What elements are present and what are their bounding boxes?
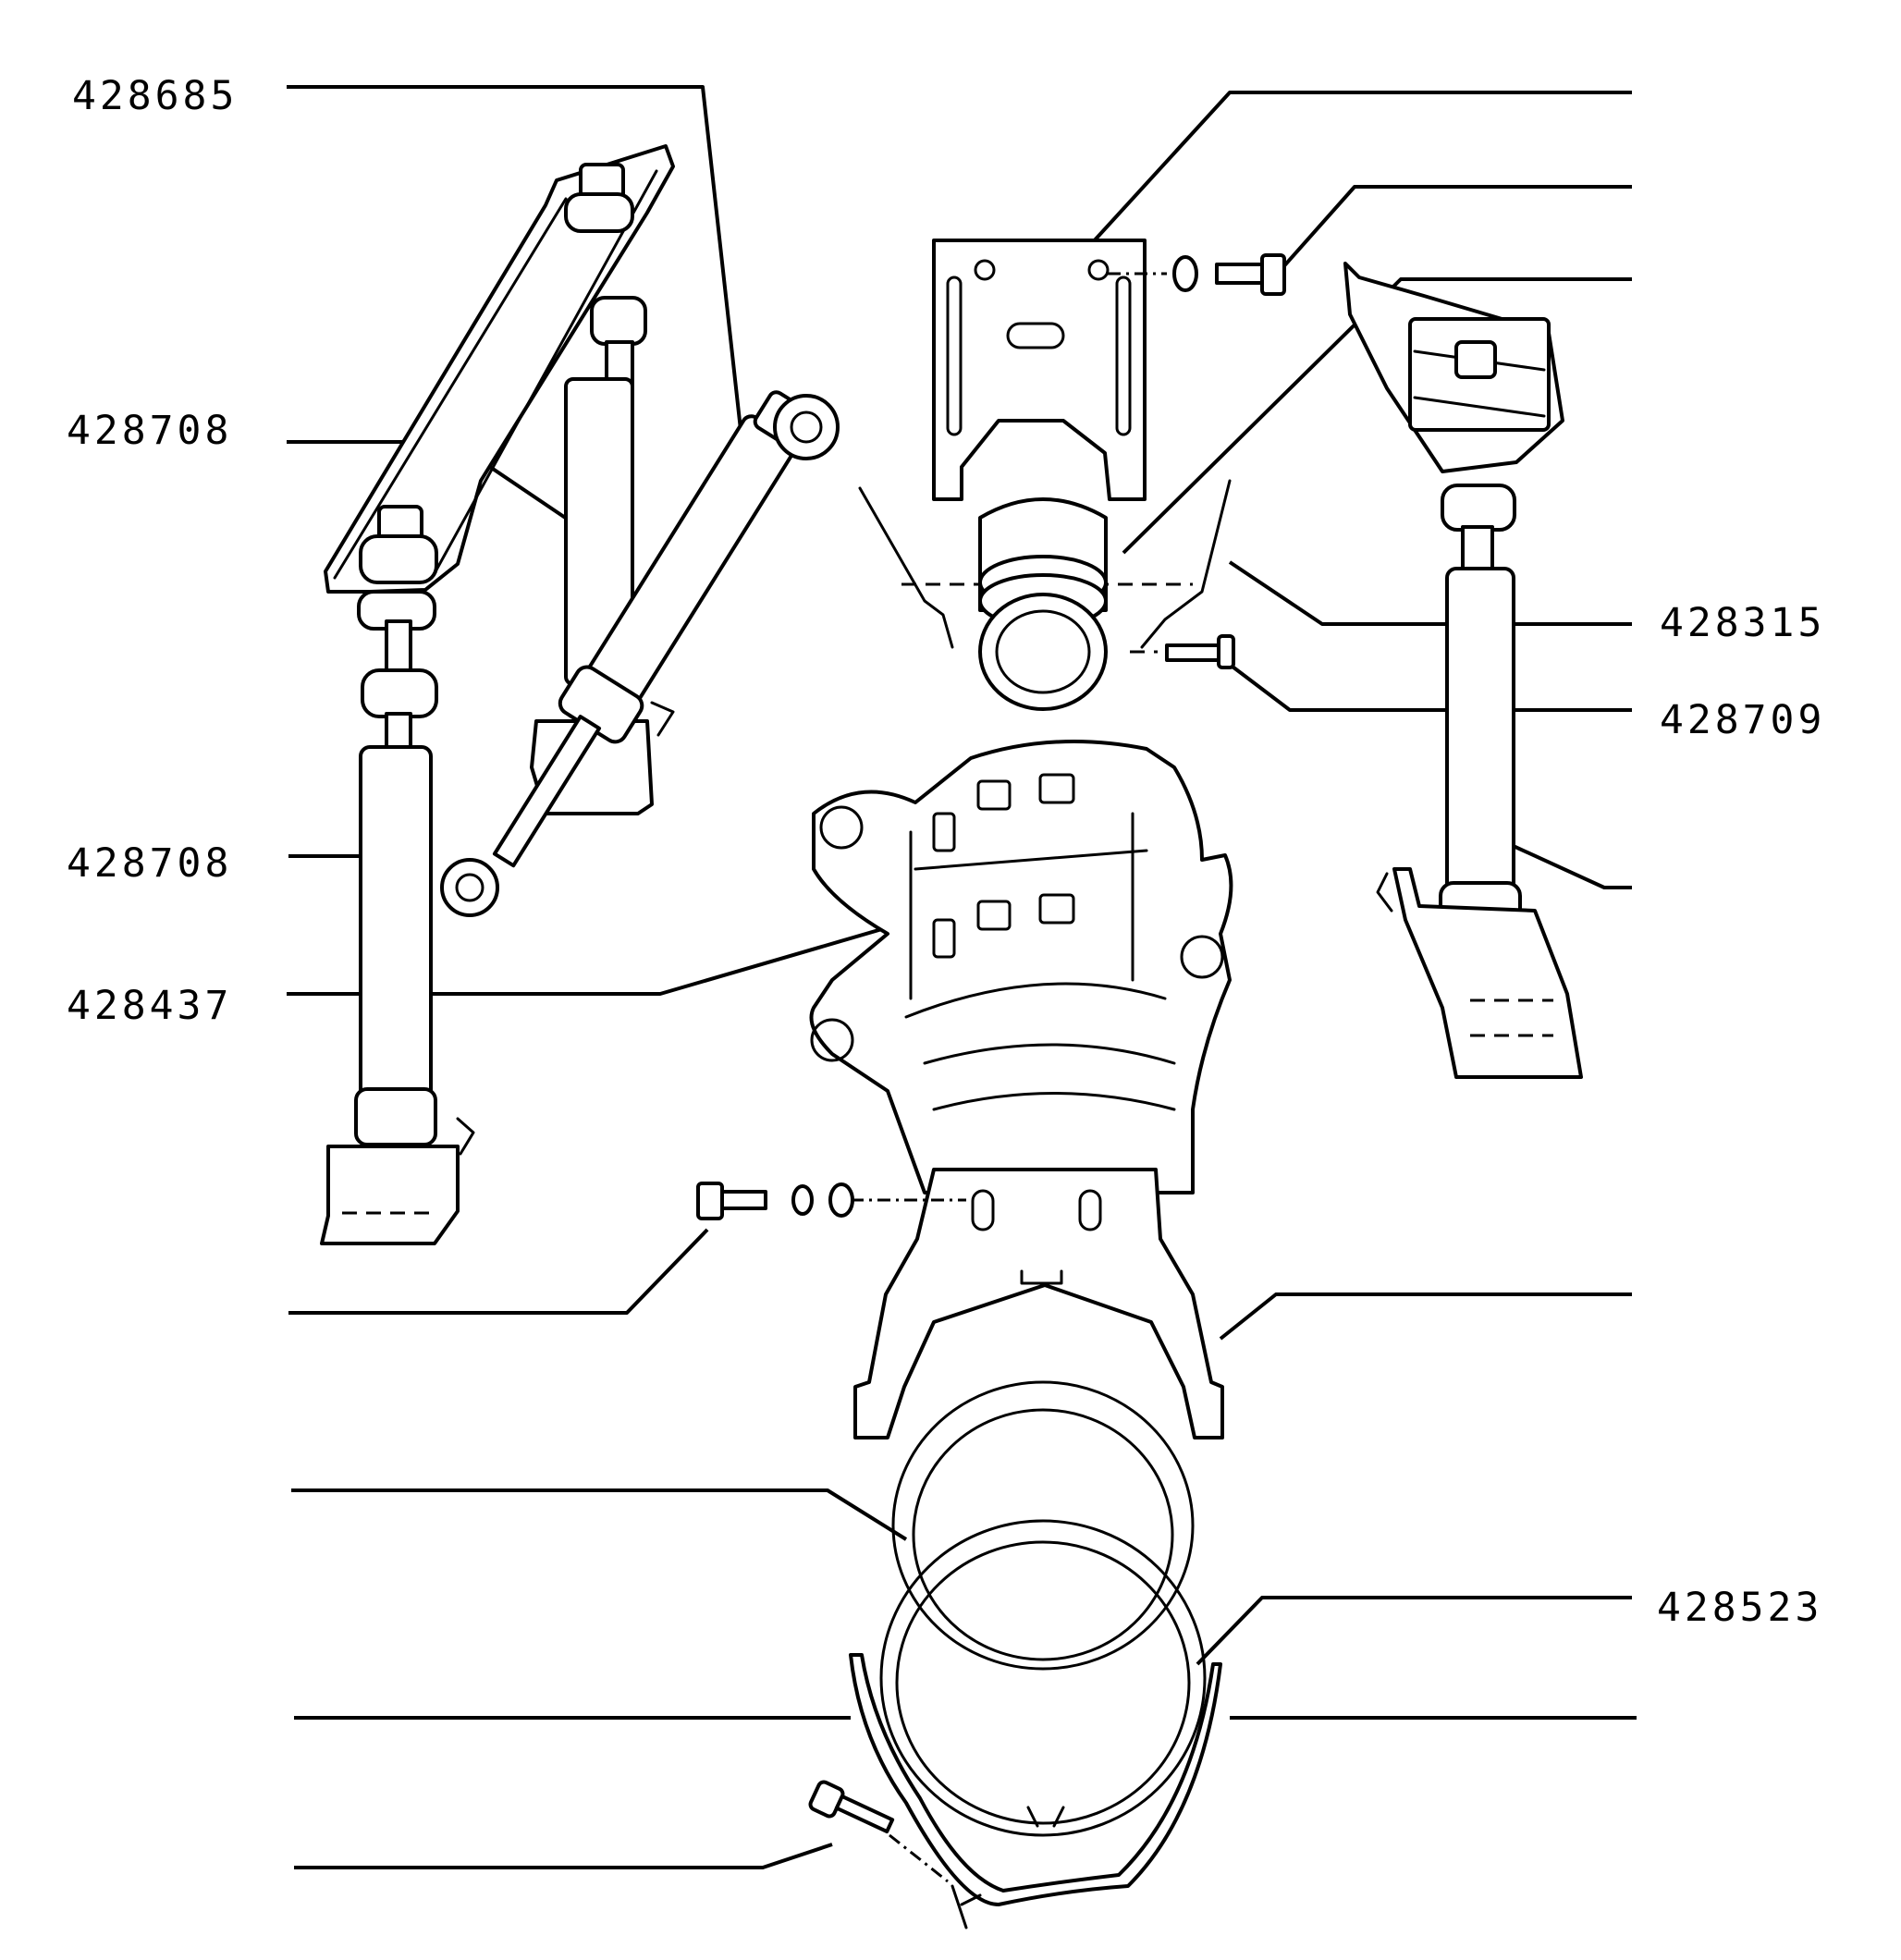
top-bolt-head	[1260, 253, 1286, 296]
leader-428315	[1228, 560, 1632, 626]
leader-428709	[1223, 659, 1632, 712]
leader-screw-left	[288, 1228, 709, 1315]
left-rod-2	[385, 712, 412, 753]
housing-body	[809, 740, 1233, 1194]
top-washer	[1172, 255, 1198, 292]
label-428709: 428709	[1660, 697, 1825, 743]
mounting-strap	[324, 144, 675, 594]
ring-lower-inner	[895, 1540, 1191, 1825]
ring-stack	[879, 1380, 1207, 1837]
bottom-clamp-band	[808, 1653, 1222, 1929]
left-shock-collar	[354, 1087, 437, 1146]
leader-right-shock	[1506, 841, 1632, 889]
leader-screw-bottom	[294, 1843, 833, 1869]
right-nut	[1454, 340, 1497, 379]
housing-windows	[932, 773, 1075, 959]
label-428315: 428315	[1660, 600, 1825, 646]
ring-lower-outer	[879, 1519, 1207, 1837]
right-bushing-1	[1441, 484, 1516, 532]
label-428437: 428437	[67, 983, 232, 1029]
lower-eye	[440, 858, 499, 917]
ring-upper-outer	[891, 1380, 1195, 1671]
lower-bolt-shank	[719, 1190, 767, 1210]
lower-bracket-assembly	[696, 1168, 1224, 1439]
left-bushing-top	[359, 534, 438, 584]
label-428708-lower: 428708	[67, 840, 232, 887]
leader-lower-bracket	[1219, 1292, 1632, 1341]
side-bolt-head	[1217, 634, 1235, 669]
bottom-screw-shank	[834, 1794, 895, 1834]
ring-gap	[1026, 1806, 1065, 1828]
top-mount-plate	[932, 239, 1147, 501]
leader-sleeve	[1122, 277, 1632, 555]
lower-mount-bracket	[853, 1168, 1224, 1439]
leader-bolt-top	[1279, 185, 1632, 272]
right-shock-body	[1445, 567, 1515, 903]
right-base-bracket	[1392, 867, 1583, 1079]
diagonal-shock-rod	[492, 715, 602, 868]
lower-bolt-head	[696, 1182, 724, 1220]
right-shock-assembly	[1343, 262, 1583, 1079]
lower-washer-2	[791, 1184, 814, 1216]
leader-428523	[1196, 1596, 1632, 1666]
upper-eye	[773, 394, 840, 460]
leader-428685	[287, 85, 749, 489]
top-bolt-shank	[1215, 263, 1267, 285]
left-base-bracket	[320, 1145, 460, 1245]
top-bracket-assembly	[858, 239, 1286, 711]
center-housing	[809, 740, 1233, 1194]
top-bushing	[564, 192, 634, 233]
upper-shock-bushing	[590, 296, 647, 346]
label-428708-upper: 428708	[67, 408, 232, 454]
clamp-band	[849, 1653, 1222, 1906]
side-bolt-shank	[1165, 643, 1222, 662]
label-428685: 428685	[72, 73, 238, 119]
leader-bracket-top	[1080, 91, 1632, 256]
leader-ring-upper	[291, 1488, 908, 1541]
leader-lines	[287, 85, 1637, 1869]
left-shock-body	[359, 745, 433, 1119]
lower-washer-1	[828, 1182, 854, 1218]
sleeve-clamp	[858, 479, 1232, 649]
ring-upper-inner	[912, 1408, 1174, 1661]
diagonal-shock-eyes	[440, 394, 840, 917]
left-bushing-3	[361, 668, 438, 718]
label-428523: 428523	[1657, 1585, 1822, 1631]
left-shock-assembly	[320, 144, 675, 1245]
